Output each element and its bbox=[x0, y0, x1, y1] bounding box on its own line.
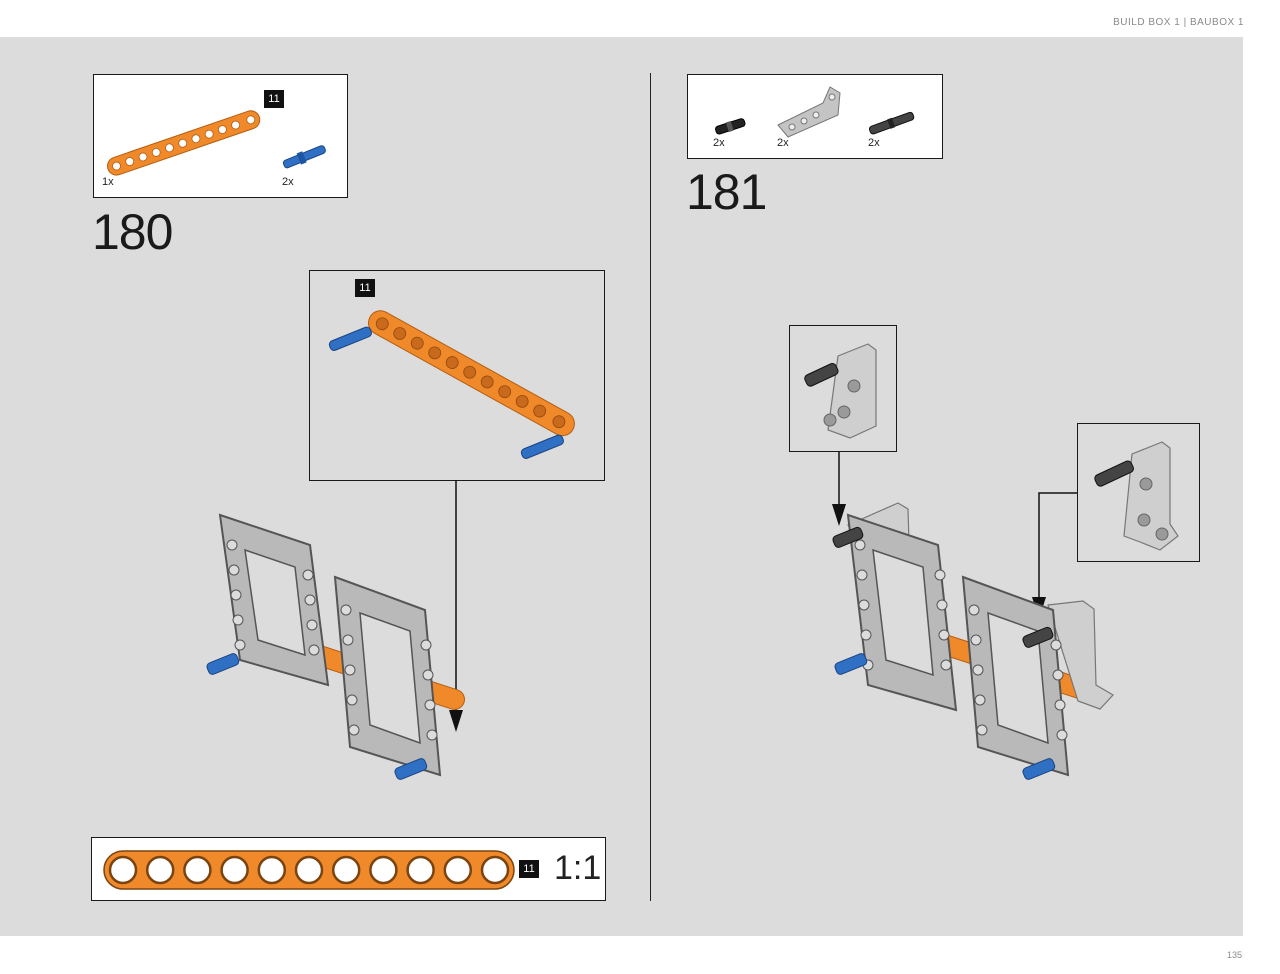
blue-pin-left-icon bbox=[834, 653, 868, 675]
step-181-number: 181 bbox=[686, 164, 767, 220]
header-text: BUILD BOX 1 | BAUBOX 1 bbox=[1113, 17, 1244, 28]
blue-pin-left-icon bbox=[206, 653, 240, 675]
step-divider bbox=[650, 73, 651, 901]
callout-left-beam-icon bbox=[804, 343, 877, 439]
callout-blue-pin-left-icon bbox=[328, 326, 372, 351]
scale-ruler-hole bbox=[406, 855, 435, 885]
step-181-callout-left bbox=[789, 325, 897, 452]
step-180-frames-assembly-icon bbox=[206, 513, 465, 780]
scale-ruler-hole bbox=[480, 855, 510, 885]
step-180-number: 180 bbox=[92, 204, 173, 260]
scale-ruler-label: 1:1 bbox=[554, 849, 602, 887]
step-181-parts-icons bbox=[715, 86, 915, 138]
callout-beam-assembly-icon bbox=[328, 310, 575, 459]
scale-ruler-box: 11 1:1 bbox=[91, 837, 606, 901]
scale-ruler-hole bbox=[220, 855, 249, 885]
orange-beam-part-icon bbox=[107, 110, 326, 176]
pin-quantity: 2x bbox=[282, 176, 294, 188]
scale-ruler-hole bbox=[183, 855, 212, 885]
step-181-frames-assembly-icon bbox=[832, 502, 1114, 780]
scale-ruler-hole bbox=[145, 855, 175, 885]
black-pin-quantity: 2x bbox=[713, 137, 725, 149]
step-180-parts-box: 1x 2x 11 bbox=[93, 74, 348, 198]
callout-right-beam-icon bbox=[1094, 441, 1179, 551]
step-180-callout: 11 bbox=[309, 270, 605, 481]
step-181-callout-right bbox=[1077, 423, 1200, 562]
step-181-arrow-left-icon bbox=[832, 452, 846, 526]
scale-ruler-hole bbox=[331, 855, 361, 885]
axle-pin-quantity: 2x bbox=[868, 137, 880, 149]
black-pin-part-icon bbox=[715, 118, 746, 135]
callout-length-badge: 11 bbox=[355, 279, 375, 297]
beam-quantity: 1x bbox=[102, 176, 114, 188]
blue-pin-right-icon bbox=[394, 758, 428, 780]
beam-length-badge: 11 bbox=[264, 90, 284, 108]
blue-pin-right-icon bbox=[1022, 758, 1056, 780]
scale-ruler-hole bbox=[369, 855, 398, 885]
scale-ruler-hole bbox=[108, 855, 138, 885]
scale-ruler-badge: 11 bbox=[519, 860, 539, 878]
blue-pin-part-icon bbox=[282, 145, 326, 169]
gray-beam-quantity: 2x bbox=[777, 137, 789, 149]
step-180-arrow-icon bbox=[449, 480, 463, 732]
dark-axle-pin-part-icon bbox=[868, 111, 915, 135]
scale-ruler-hole bbox=[257, 855, 287, 885]
callout-blue-pin-right-icon bbox=[520, 434, 564, 459]
scale-ruler-hole bbox=[294, 855, 324, 885]
gray-angled-beam-part-icon bbox=[777, 86, 841, 138]
step-181-parts-box: 2x 2x 2x bbox=[687, 74, 943, 159]
scale-ruler-hole bbox=[443, 855, 473, 885]
scale-ruler-beam-icon bbox=[103, 850, 515, 890]
page-number: 135 bbox=[1226, 950, 1242, 960]
